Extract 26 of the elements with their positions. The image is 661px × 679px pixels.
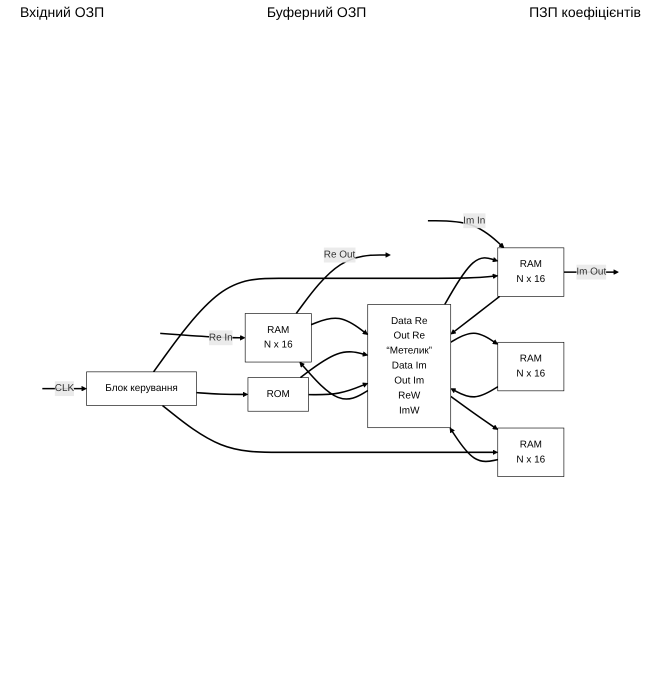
arrow [450, 396, 498, 430]
node-box [244, 313, 312, 362]
node-box [248, 377, 309, 412]
block-diagram: Re Out Re In Im Out Im In CLK RAM N x 16 RAM N x 16 Data Re Out Re “Метелик” Data Im Out Im ReW ImW RAM N x 16 RAM N x 16 ROM Блок керування [0, 24, 661, 664]
node-box [367, 304, 452, 428]
arrow [428, 220, 504, 248]
arrow [152, 274, 498, 372]
arrow [444, 256, 498, 305]
arrow [196, 392, 248, 398]
arrow [311, 317, 368, 335]
arrow [296, 252, 391, 314]
node-box [86, 372, 197, 406]
arrow [299, 362, 368, 400]
arrow [450, 427, 498, 462]
arrow [308, 382, 368, 396]
node-box [497, 248, 564, 297]
arrow [162, 404, 498, 456]
arrow [450, 386, 498, 398]
arrow [450, 296, 500, 334]
arrow [300, 351, 368, 378]
node-box [497, 342, 564, 392]
arrow [450, 332, 498, 345]
group-label: ПЗП коефіцієнтів [529, 4, 641, 20]
group-label: Буферний ОЗП [266, 4, 366, 20]
group-label: Вхідний ОЗП [20, 4, 104, 20]
node-box [497, 428, 564, 477]
